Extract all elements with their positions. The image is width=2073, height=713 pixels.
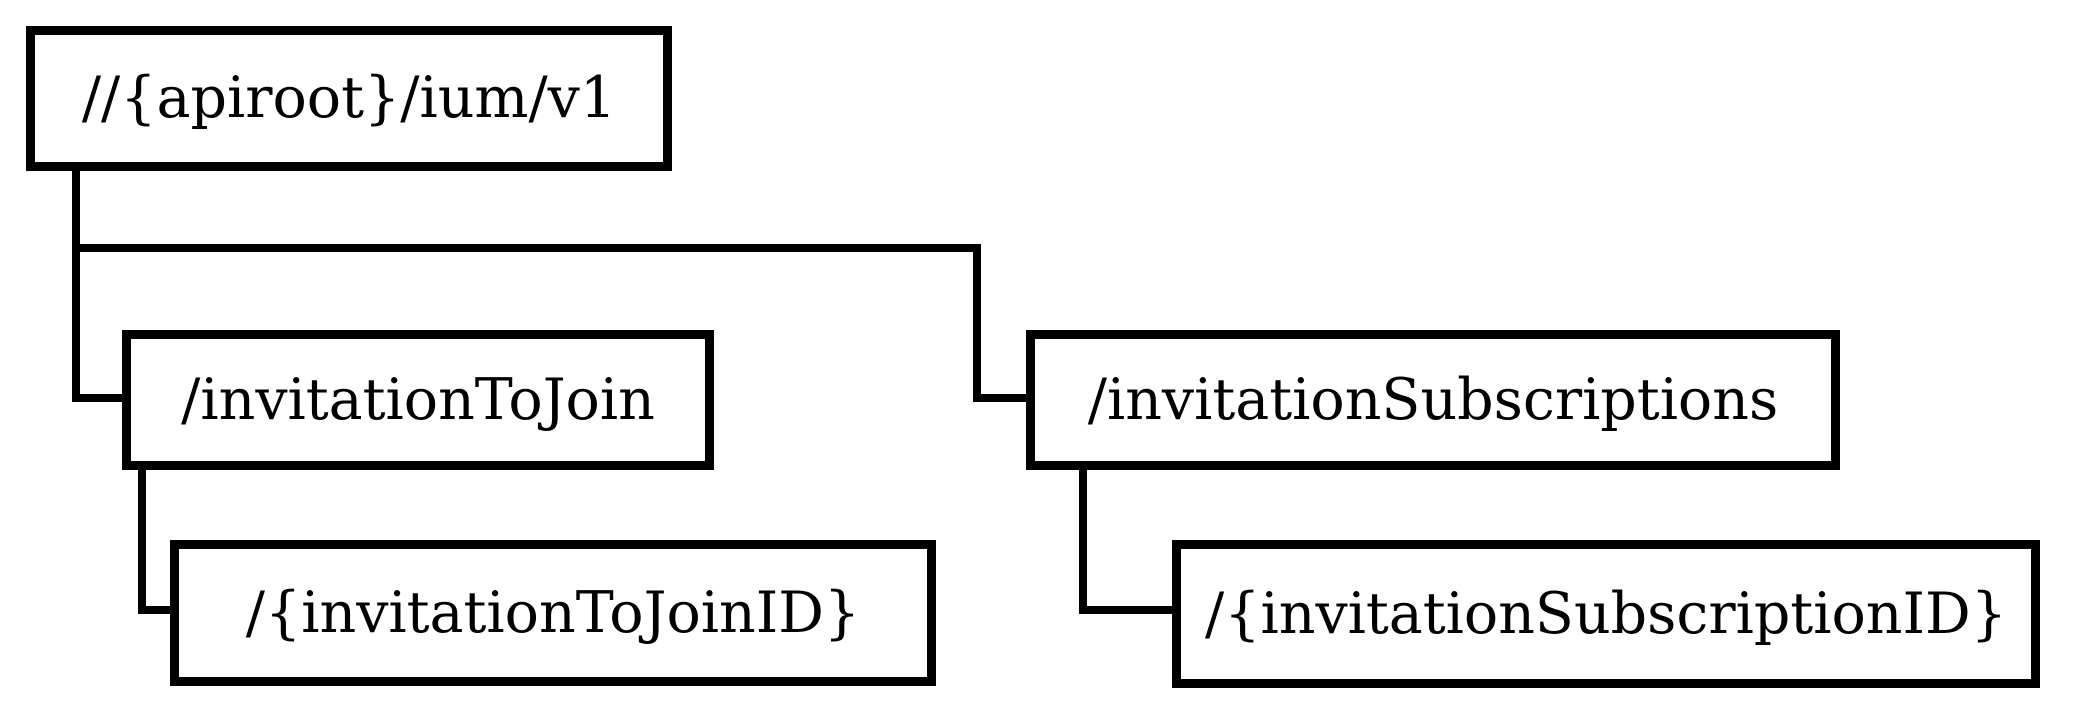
node-invitation-subscriptions-label: /invitationSubscriptions	[1087, 366, 1779, 433]
edge-root-stem	[72, 171, 80, 402]
node-invitation-subscriptions: /invitationSubscriptions	[1026, 330, 1840, 470]
edge-invitation-to-join-id-connector	[138, 606, 178, 614]
node-api-root-label: //{apiroot}/ium/v1	[81, 65, 617, 131]
node-invitation-subscription-id-label: /{invitationSubscriptionID}	[1205, 580, 2007, 647]
node-invitation-to-join: /invitationToJoin	[122, 330, 714, 470]
node-invitation-to-join-label: /invitationToJoin	[181, 366, 655, 433]
edge-invitation-subscriptions-connector	[973, 394, 1033, 402]
edge-invitation-subscriptions-stem	[973, 244, 981, 402]
node-invitation-to-join-id-label: /{invitationToJoinID}	[245, 579, 861, 646]
edge-root-branch-horizontal	[72, 244, 981, 252]
edge-invitation-subscription-id-stem	[1079, 470, 1087, 614]
node-api-root: //{apiroot}/ium/v1	[26, 26, 672, 171]
node-invitation-to-join-id: /{invitationToJoinID}	[170, 540, 936, 686]
edge-invitation-subscription-id-connector	[1079, 606, 1180, 614]
node-invitation-subscription-id: /{invitationSubscriptionID}	[1172, 540, 2040, 688]
edge-invitation-to-join-connector	[72, 394, 128, 402]
edge-invitation-to-join-id-stem	[138, 470, 146, 614]
